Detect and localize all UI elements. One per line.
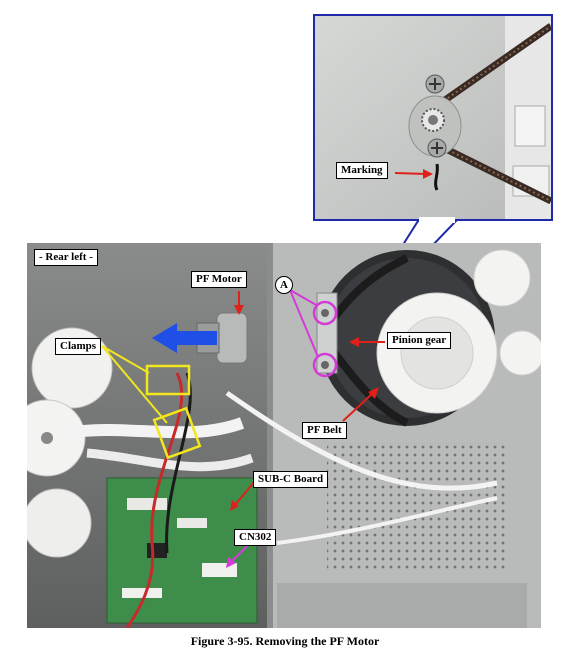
cn302-label: CN302 (234, 529, 277, 546)
rear-left-label: - Rear left - (34, 249, 98, 266)
inset-detail-photo: Marking (313, 14, 553, 221)
pf-belt-label: PF Belt (302, 422, 347, 439)
inset-illustration (315, 16, 551, 219)
main-photo: - Rear left - PF Motor Clamps A Pinion g… (27, 243, 541, 628)
direction-arrow-icon (152, 323, 217, 353)
main-photo-illustration (27, 243, 541, 628)
a-marker-label: A (275, 276, 293, 294)
figure-caption: Figure 3-95. Removing the PF Motor (190, 634, 380, 648)
clamps-label: Clamps (55, 338, 102, 355)
sub-c-board-label: SUB-C Board (253, 471, 329, 488)
pf-motor-label: PF Motor (191, 271, 247, 288)
marking-label: Marking (336, 162, 388, 179)
pinion-gear-label: Pinion gear (387, 332, 452, 349)
